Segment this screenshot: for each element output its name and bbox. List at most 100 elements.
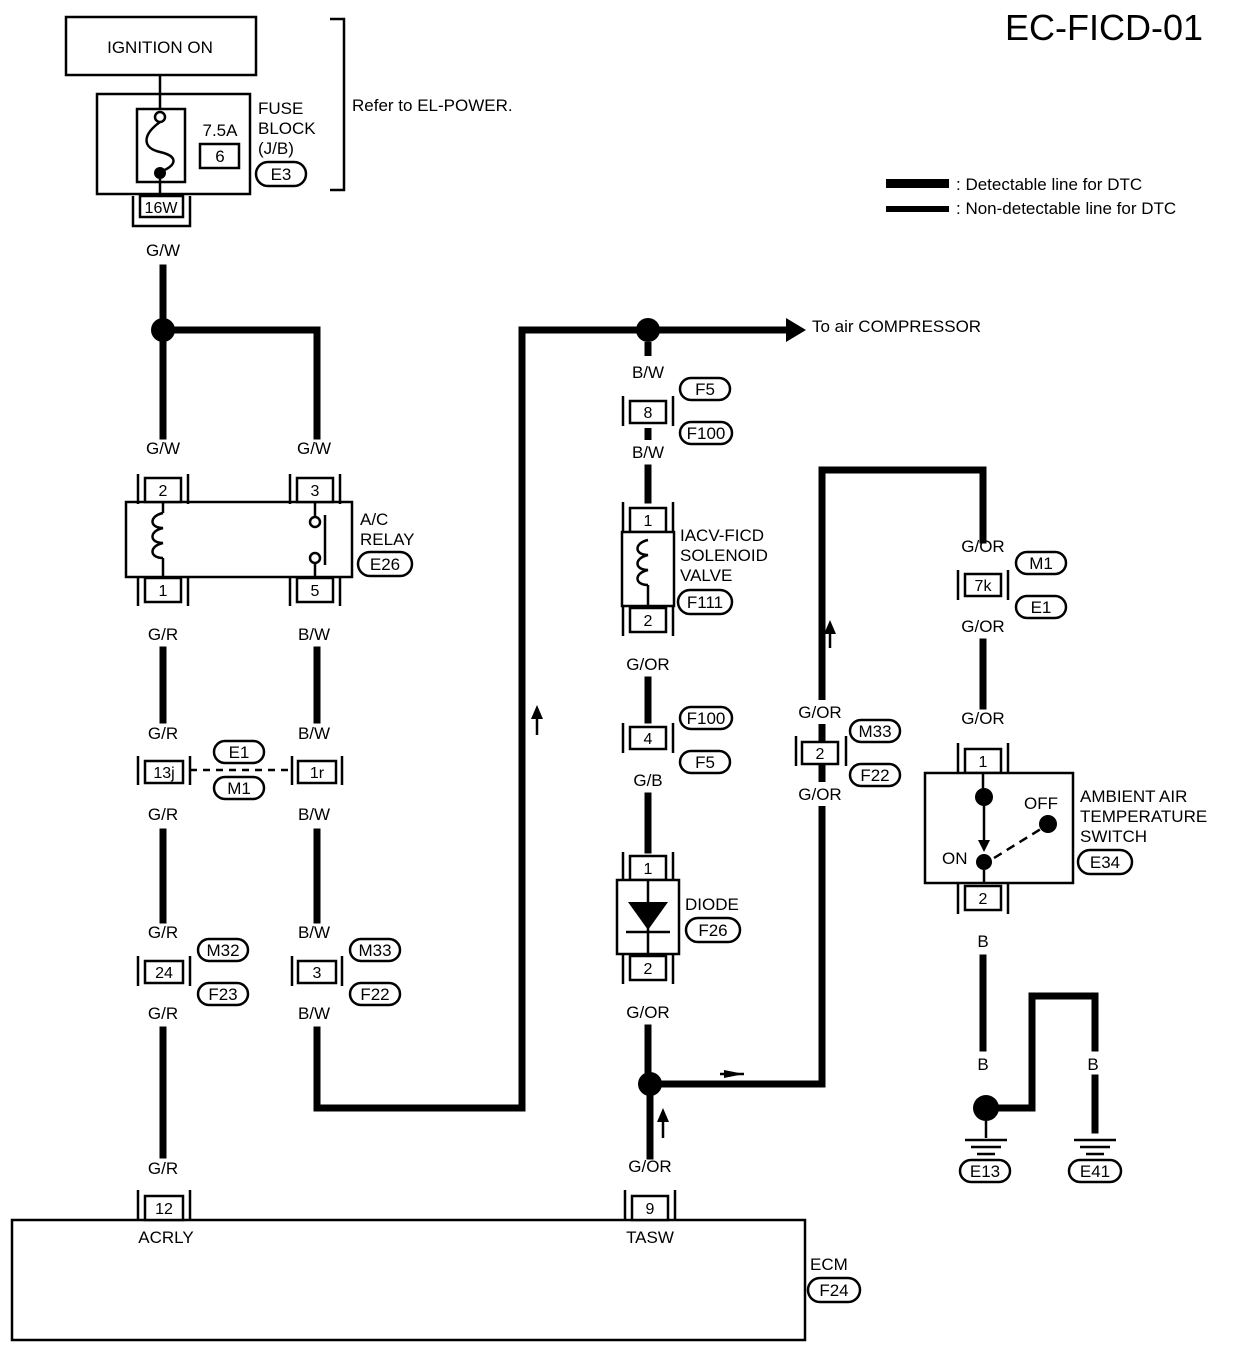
svg-text:G/OR: G/OR: [798, 703, 841, 722]
flow-arrow-up-2: [657, 1108, 669, 1122]
svg-text:8: 8: [644, 405, 653, 422]
junction-3: [296, 959, 338, 985]
ground-icon-e13: [965, 1138, 1007, 1156]
page-code: EC-FICD-01: [1005, 7, 1203, 48]
svg-text:G/OR: G/OR: [961, 617, 1004, 636]
svg-text:F100: F100: [687, 709, 726, 728]
iacv-pin-2: [628, 606, 668, 634]
svg-text:1: 1: [979, 754, 988, 771]
svg-text:2: 2: [644, 613, 653, 630]
fuse-element-icon: [145, 120, 175, 174]
ecm-tasw-label: TASW: [626, 1228, 674, 1247]
svg-text:B/W: B/W: [298, 805, 330, 824]
svg-text:DIODE: DIODE: [685, 895, 739, 914]
svg-text:G/OR: G/OR: [798, 785, 841, 804]
svg-text:IACV-FICD: IACV-FICD: [680, 526, 764, 545]
svg-text:G/OR: G/OR: [626, 655, 669, 674]
svg-text:12: 12: [155, 1201, 173, 1218]
splice-ground: [973, 1095, 999, 1121]
svg-text:2: 2: [979, 891, 988, 908]
ecm-label: ECM: [810, 1255, 848, 1274]
svg-text:2: 2: [644, 961, 653, 978]
ac-relay-conn: E26: [370, 555, 400, 574]
ecm-acrly-label: ACRLY: [138, 1228, 193, 1247]
svg-text:M32: M32: [206, 941, 239, 960]
ecm-box: [10, 1218, 807, 1342]
svg-text:13j: 13j: [153, 765, 174, 782]
relay-pin-5: [295, 576, 335, 604]
svg-text:G/R: G/R: [148, 1159, 178, 1178]
terminal-16w-label: 16W: [145, 200, 179, 217]
junction-mid-2: [800, 740, 840, 766]
fuse-number-box: [198, 142, 241, 170]
ecm-pin-12: [143, 1194, 185, 1222]
ecm-pin-9: [630, 1194, 670, 1222]
compressor-label: To air COMPRESSOR: [812, 317, 981, 336]
svg-text:F5: F5: [695, 380, 715, 399]
svg-text:F23: F23: [208, 985, 237, 1004]
ac-relay-label-2: RELAY: [360, 530, 415, 549]
svg-text:M33: M33: [858, 722, 891, 741]
refer-bracket: [330, 17, 346, 192]
ground-icon-e41: [1074, 1138, 1116, 1156]
svg-text:G/R: G/R: [148, 923, 178, 942]
ignition-on-label: IGNITION ON: [107, 38, 213, 57]
refer-label: Refer to EL-POWER.: [352, 96, 513, 115]
ignition-on-box: [64, 15, 258, 77]
solenoid-coil-icon: [636, 538, 649, 587]
svg-text:7k: 7k: [975, 578, 993, 595]
svg-text:5: 5: [311, 583, 320, 600]
svg-text:B/W: B/W: [298, 724, 330, 743]
ac-relay-label-1: A/C: [360, 510, 388, 529]
svg-text:E1: E1: [1031, 598, 1052, 617]
svg-text:G/R: G/R: [148, 1004, 178, 1023]
svg-text:3: 3: [313, 965, 322, 982]
svg-text:G/R: G/R: [148, 805, 178, 824]
svg-text:M1: M1: [1029, 554, 1053, 573]
svg-text:M1: M1: [227, 779, 251, 798]
wire-gw-top: G/W: [146, 241, 180, 260]
relay-coil-icon: [151, 511, 164, 560]
splice-power: [151, 318, 175, 342]
wire-gw-2: G/W: [297, 439, 331, 458]
diode-pin-2: [628, 954, 668, 982]
svg-text:24: 24: [155, 965, 173, 982]
svg-text:AMBIENT AIR: AMBIENT AIR: [1080, 787, 1187, 806]
svg-text:F22: F22: [360, 985, 389, 1004]
terminal-16w: [138, 194, 185, 219]
diode-icon: [628, 902, 668, 930]
wire-gw-1: G/W: [146, 439, 180, 458]
junction-7k: [963, 572, 1003, 598]
svg-text:3: 3: [311, 483, 320, 500]
svg-text:SWITCH: SWITCH: [1080, 827, 1147, 846]
svg-text:G/OR: G/OR: [961, 537, 1004, 556]
ecm-conn: F24: [819, 1281, 848, 1300]
svg-text:9: 9: [646, 1201, 655, 1218]
ambient-pin-2: [963, 884, 1003, 912]
fuse-block-label-1: FUSE: [258, 99, 303, 118]
svg-text:G/R: G/R: [148, 724, 178, 743]
svg-text:B: B: [977, 1055, 988, 1074]
switch-on-label: ON: [942, 849, 968, 868]
svg-text:SOLENOID: SOLENOID: [680, 546, 768, 565]
svg-text:F22: F22: [860, 766, 889, 785]
arrow-right-icon: [786, 318, 806, 342]
fuse-block-label-3: (J/B): [258, 139, 294, 158]
svg-text:M33: M33: [358, 941, 391, 960]
ac-relay-conn-badge: [356, 550, 414, 578]
legend-non-detectable: : Non-detectable line for DTC: [956, 199, 1176, 218]
svg-text:G/OR: G/OR: [961, 709, 1004, 728]
svg-text:B/W: B/W: [298, 923, 330, 942]
svg-text:1: 1: [644, 513, 653, 530]
svg-text:G/B: G/B: [633, 771, 662, 790]
svg-text:E34: E34: [1090, 853, 1120, 872]
svg-text:F26: F26: [698, 921, 727, 940]
svg-text:B/W: B/W: [632, 443, 664, 462]
relay-pin-1: [143, 576, 183, 604]
legend-detectable-swatch: [886, 179, 949, 188]
svg-text:F100: F100: [687, 424, 726, 443]
switch-off-label: OFF: [1024, 794, 1058, 813]
svg-text:E41: E41: [1080, 1162, 1110, 1181]
svg-text:VALVE: VALVE: [680, 566, 732, 585]
